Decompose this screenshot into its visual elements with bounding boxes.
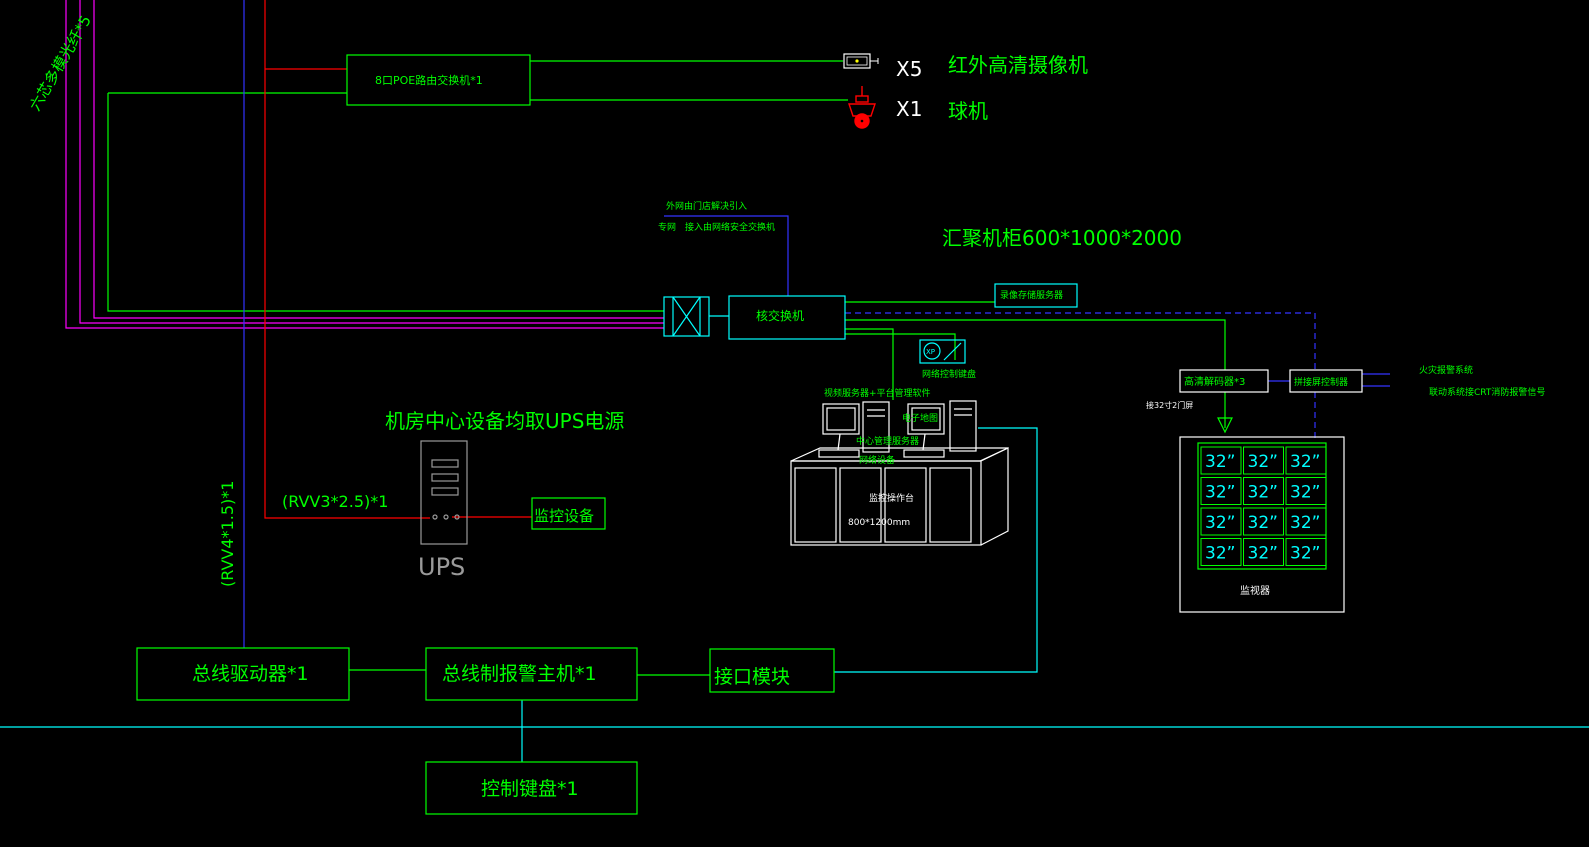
video-wall-screen-label: 32” <box>1205 544 1235 564</box>
server-tower-icon <box>949 400 977 452</box>
video-wall-frame <box>1179 436 1345 613</box>
video-wall-screen <box>1200 538 1242 566</box>
video-wall-screen <box>1243 538 1284 566</box>
power-trunk-lines <box>264 0 532 519</box>
video-wall-screen <box>1285 538 1327 566</box>
decoder-box[interactable] <box>1179 369 1269 393</box>
video-wall-label: 监视器 <box>1240 584 1270 597</box>
external-note-2: 专网 接入由网络安全交换机 <box>658 221 775 233</box>
monitor-device-label: 监控设备 <box>534 507 594 525</box>
monitor-icon <box>818 403 860 458</box>
ups-unit-icon <box>420 440 468 545</box>
core-switch-label: 核交换机 <box>756 308 804 323</box>
network-keyboard-label: 网络控制键盘 <box>922 368 976 380</box>
monitor-device-box[interactable] <box>531 497 606 530</box>
alarm-bus-lines <box>349 669 710 676</box>
video-wall-screen-label: 32” <box>1248 544 1278 564</box>
video-wall-screen-label: 32” <box>1290 452 1320 472</box>
alarm-host-box[interactable] <box>425 647 638 701</box>
fire-note-1: 火灾报警系统 <box>1419 364 1473 376</box>
svg-text:XP: XP <box>926 348 935 356</box>
video-wall-screen-label: 32” <box>1205 483 1235 503</box>
center-server-label: 中心管理服务器 <box>856 435 919 447</box>
interface-module-label: 接口模块 <box>714 666 790 688</box>
video-wall-screen-label: 32” <box>1205 452 1235 472</box>
console-desk-size: 800*1200mm <box>848 518 910 528</box>
poe-camera-lines <box>530 60 848 101</box>
poe-switch-box[interactable] <box>346 54 531 106</box>
ir-camera-icon <box>843 53 879 69</box>
alarm-host-label: 总线制报警主机*1 <box>442 663 597 685</box>
video-wall-screen-label: 32” <box>1248 513 1278 533</box>
display-controller-label: 拼接屏控制器 <box>1294 376 1348 388</box>
control-keyboard-box[interactable] <box>425 761 638 815</box>
external-note-1: 外网由门店解决引入 <box>666 200 747 212</box>
video-wall-screen <box>1285 477 1327 505</box>
video-wall-screen <box>1243 446 1284 475</box>
decoder-label: 高清解码器*3 <box>1184 375 1245 388</box>
fiber-terminal-box <box>663 296 710 337</box>
video-wall-screen <box>1243 477 1284 505</box>
fiber-label: 六芯多模光纤*5 <box>26 12 95 114</box>
decoder-note: 接32寸2门屏 <box>1146 400 1193 410</box>
dome-camera-icon <box>848 86 876 129</box>
video-wall-screen <box>1200 446 1242 475</box>
ups-note: 机房中心设备均取UPS电源 <box>385 409 624 433</box>
network-device-label: 网络设备 <box>859 454 895 466</box>
storage-server-label: 录像存储服务器 <box>1000 289 1063 301</box>
bus-driver-box[interactable] <box>136 647 350 701</box>
video-wall-screens: 32” 32” 32” 32” 32” 32” 32” 32” 32” 32” 32” 32” <box>1200 446 1327 566</box>
ir-camera-label: 红外高清摄像机 <box>948 53 1088 77</box>
cabinet-label: 汇聚机柜600*1000*2000 <box>942 226 1182 250</box>
cable-rvv3-label: (RVV3*2.5)*1 <box>282 492 388 511</box>
monitor-icon <box>903 403 945 458</box>
poe-switch-label: 8口POE路由交换机*1 <box>375 73 483 87</box>
fire-note-2: 联动系统接CRT消防报警信号 <box>1429 386 1545 398</box>
bus-driver-label: 总线驱动器*1 <box>192 663 309 685</box>
video-wall-grid <box>1197 442 1327 570</box>
video-wall-screen-label: 32” <box>1248 452 1278 472</box>
server-tower-icon <box>862 401 890 453</box>
network-keyboard-icon: XP <box>919 339 966 364</box>
console-desk <box>790 447 1009 546</box>
video-wall-screen-label: 32” <box>1205 513 1235 533</box>
control-keyboard-label: 控制键盘*1 <box>481 778 579 800</box>
video-wall-screen-label: 32” <box>1290 483 1320 503</box>
ir-camera-qty: X5 <box>896 57 922 81</box>
cable-rvv4-label: (RVV4*1.5)*1 <box>218 481 237 587</box>
dome-camera-qty: X1 <box>896 97 922 121</box>
video-wall-screen <box>1243 507 1284 536</box>
video-wall-screen-label: 32” <box>1248 483 1278 503</box>
console-desk-label: 监控操作台 <box>869 492 914 504</box>
console-interface-line <box>834 427 1038 673</box>
video-wall-screen-label: 32” <box>1290 544 1320 564</box>
video-wall-screen-label: 32” <box>1290 513 1320 533</box>
video-server-label: 视频服务器+平台管理软件 <box>824 387 931 399</box>
fiber-bundle-lines <box>65 0 664 329</box>
video-wall-screen <box>1200 507 1242 536</box>
core-switch-box[interactable] <box>728 295 846 340</box>
video-wall-screen <box>1200 477 1242 505</box>
core-switch-lines <box>664 215 1390 438</box>
display-controller-box[interactable] <box>1289 369 1363 393</box>
storage-server-box[interactable] <box>994 283 1078 308</box>
interface-module-box[interactable] <box>709 648 835 693</box>
video-wall-screen <box>1285 446 1327 475</box>
ereport-label: 电子地图 <box>902 412 938 424</box>
ups-label: UPS <box>418 553 465 581</box>
dome-camera-label: 球机 <box>948 99 988 123</box>
video-wall-screen <box>1285 507 1327 536</box>
